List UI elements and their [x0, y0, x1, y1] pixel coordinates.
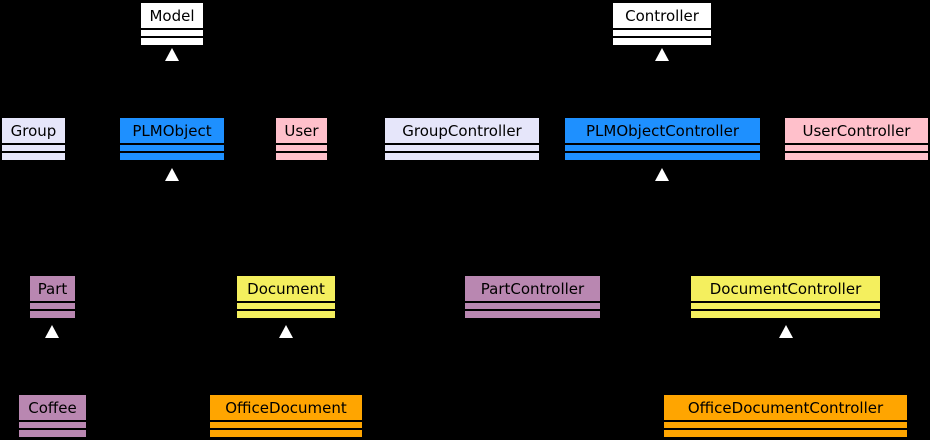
class-name-officedocument: OfficeDocument — [225, 398, 347, 417]
methods-compartment — [465, 311, 600, 318]
compartment-separator — [141, 28, 203, 30]
class-name-user: User — [284, 121, 319, 140]
methods-compartment — [276, 153, 327, 160]
class-box-plmobjectcontroller: PLMObjectController — [565, 118, 760, 160]
methods-compartment — [565, 153, 760, 160]
methods-compartment — [2, 153, 65, 160]
inheritance-triangle-icon — [279, 325, 293, 338]
class-box-model: Model — [141, 3, 203, 45]
methods-compartment — [141, 38, 203, 45]
class-box-officedocument: OfficeDocument — [210, 395, 362, 437]
compartment-separator — [785, 151, 928, 153]
class-name-documentcontroller: DocumentController — [709, 279, 862, 298]
class-box-coffee: Coffee — [19, 395, 86, 437]
class-box-officedocumentcontroller: OfficeDocumentController — [664, 395, 907, 437]
class-name-plmobjectcontroller: PLMObjectController — [586, 121, 739, 140]
compartment-separator — [19, 428, 86, 430]
class-box-documentcontroller: DocumentController — [691, 276, 880, 318]
compartment-separator — [276, 143, 327, 145]
compartment-separator — [785, 143, 928, 145]
compartment-separator — [664, 420, 907, 422]
methods-compartment — [237, 311, 335, 318]
class-name-groupcontroller: GroupController — [402, 121, 522, 140]
class-name-model: Model — [149, 6, 195, 25]
methods-compartment — [120, 153, 224, 160]
compartment-separator — [465, 301, 600, 303]
methods-compartment — [19, 430, 86, 437]
methods-compartment — [691, 311, 880, 318]
compartment-separator — [276, 151, 327, 153]
class-box-plmobject: PLMObject — [120, 118, 224, 160]
compartment-separator — [2, 151, 65, 153]
compartment-separator — [237, 301, 335, 303]
inheritance-triangle-icon — [165, 48, 179, 61]
class-box-usercontroller: UserController — [785, 118, 928, 160]
methods-compartment — [210, 430, 362, 437]
class-name-part: Part — [37, 279, 68, 298]
class-box-document: Document — [237, 276, 335, 318]
class-box-partcontroller: PartController — [465, 276, 600, 318]
compartment-separator — [30, 301, 75, 303]
compartment-separator — [613, 36, 711, 38]
compartment-separator — [30, 309, 75, 311]
class-box-part: Part — [30, 276, 75, 318]
class-box-group: Group — [2, 118, 65, 160]
class-name-officedocumentcontroller: OfficeDocumentController — [687, 398, 884, 417]
class-name-partcontroller: PartController — [480, 279, 585, 298]
compartment-separator — [2, 143, 65, 145]
compartment-separator — [120, 143, 224, 145]
class-name-coffee: Coffee — [28, 398, 77, 417]
methods-compartment — [785, 153, 928, 160]
class-name-document: Document — [247, 279, 325, 298]
inheritance-triangle-icon — [779, 325, 793, 338]
compartment-separator — [237, 309, 335, 311]
compartment-separator — [664, 428, 907, 430]
class-box-groupcontroller: GroupController — [385, 118, 539, 160]
class-name-usercontroller: UserController — [802, 121, 911, 140]
class-name-group: Group — [10, 121, 57, 140]
compartment-separator — [120, 151, 224, 153]
methods-compartment — [30, 311, 75, 318]
compartment-separator — [210, 428, 362, 430]
methods-compartment — [664, 430, 907, 437]
compartment-separator — [565, 143, 760, 145]
compartment-separator — [385, 151, 539, 153]
inheritance-triangle-icon — [165, 168, 179, 181]
methods-compartment — [385, 153, 539, 160]
class-name-plmobject: PLMObject — [132, 121, 212, 140]
compartment-separator — [691, 301, 880, 303]
compartment-separator — [565, 151, 760, 153]
compartment-separator — [691, 309, 880, 311]
compartment-separator — [465, 309, 600, 311]
compartment-separator — [19, 420, 86, 422]
compartment-separator — [141, 36, 203, 38]
inheritance-triangle-icon — [45, 325, 59, 338]
class-box-controller: Controller — [613, 3, 711, 45]
inheritance-triangle-icon — [655, 48, 669, 61]
inheritance-triangle-icon — [655, 168, 669, 181]
methods-compartment — [613, 38, 711, 45]
compartment-separator — [613, 28, 711, 30]
compartment-separator — [210, 420, 362, 422]
class-box-user: User — [276, 118, 327, 160]
class-name-controller: Controller — [625, 6, 699, 25]
compartment-separator — [385, 143, 539, 145]
